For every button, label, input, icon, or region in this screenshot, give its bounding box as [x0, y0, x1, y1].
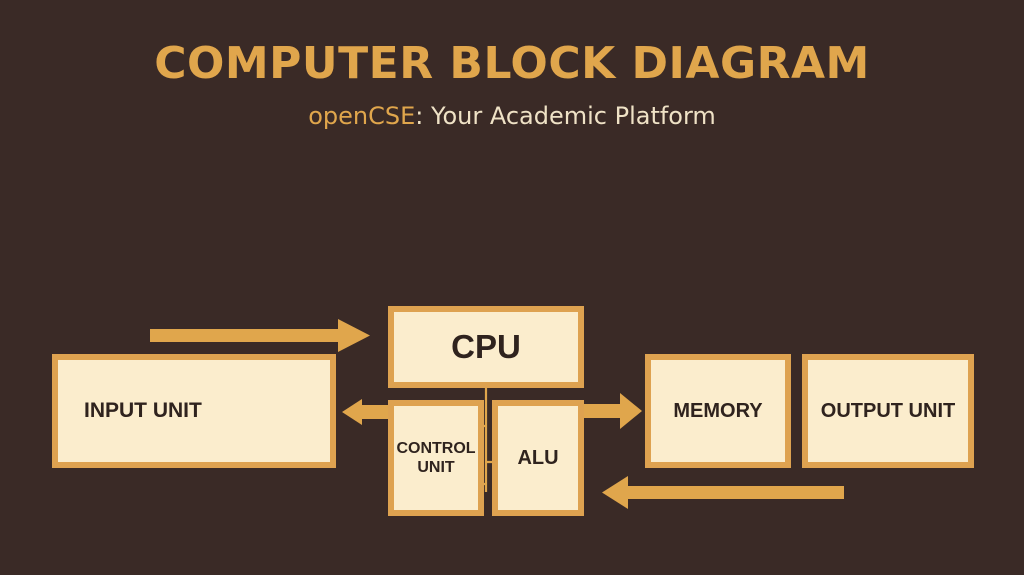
arrow-to-input-unit: [342, 399, 388, 425]
output-unit-label: OUTPUT UNIT: [820, 399, 956, 422]
memory-label: MEMORY: [673, 399, 763, 422]
arrow-output-to-alu: [602, 476, 844, 509]
arrow-alu-to-memory: [582, 393, 642, 429]
control-unit-block: CONTROL UNIT: [388, 400, 484, 516]
alu-label: ALU: [517, 446, 559, 469]
diagram-subtitle: openCSE: Your Academic Platform: [0, 102, 1024, 130]
subtitle-text: : Your Academic Platform: [415, 102, 716, 130]
output-unit-block: OUTPUT UNIT: [802, 354, 974, 468]
control-unit-label-line2: UNIT: [417, 459, 455, 476]
arrow-input-to-cpu: [150, 319, 370, 352]
input-unit-label: INPUT UNIT: [84, 399, 202, 422]
control-unit-label: CONTROL UNIT: [396, 439, 475, 477]
memory-block: MEMORY: [645, 354, 791, 468]
cpu-block: CPU: [388, 306, 584, 388]
alu-block: ALU: [492, 400, 584, 516]
control-unit-label-line1: CONTROL: [396, 439, 476, 457]
subtitle-brand: openCSE: [308, 102, 416, 130]
cpu-label: CPU: [451, 328, 521, 365]
diagram-title: COMPUTER BLOCK DIAGRAM: [154, 38, 870, 89]
input-unit-block: INPUT UNIT: [52, 354, 336, 468]
